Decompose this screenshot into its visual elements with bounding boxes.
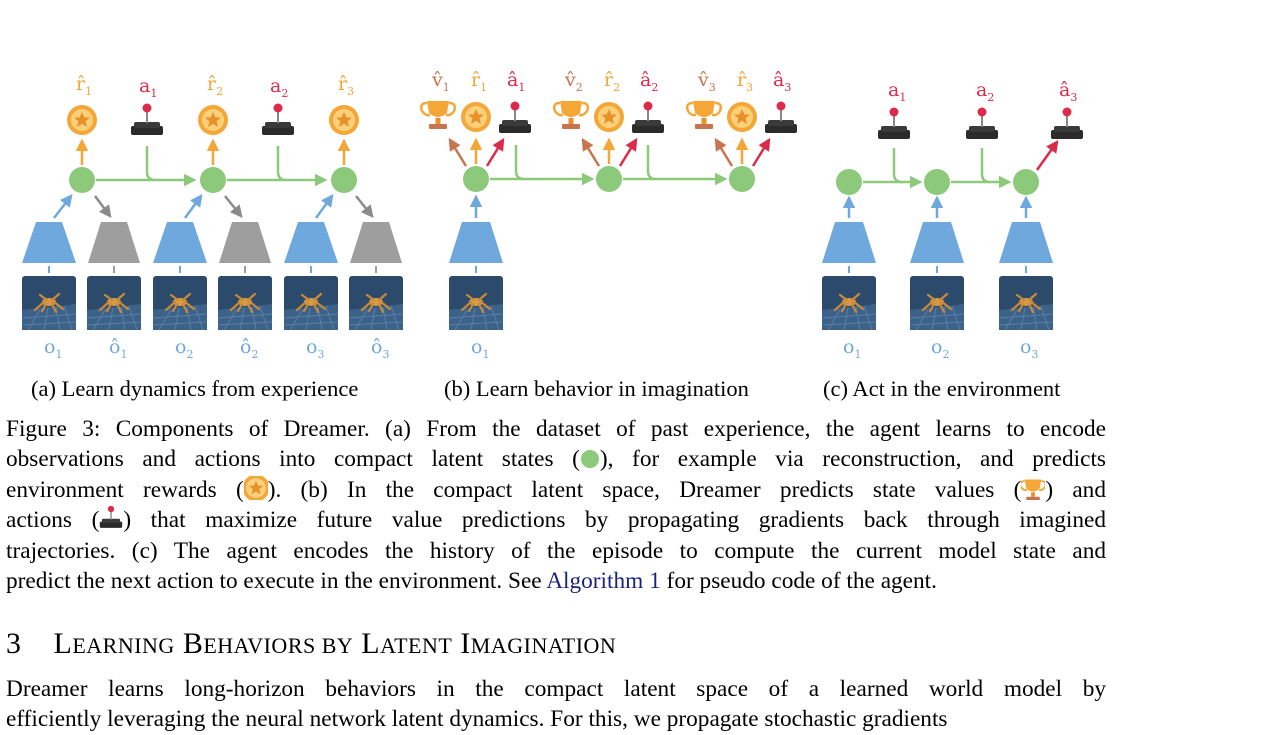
action-joystick-icon	[498, 100, 532, 134]
observation-image	[447, 274, 505, 332]
value-label: v̂2	[564, 69, 583, 94]
latent-state	[1013, 169, 1039, 195]
reward-icon	[727, 102, 757, 132]
caption-line: Figure 3: Components of Dreamer. (a) Fro…	[6, 416, 1106, 442]
latent-state	[729, 166, 755, 192]
reconstruction-label: ô2	[240, 336, 258, 361]
action-label: â3	[773, 69, 791, 94]
action-joystick-icon	[965, 106, 999, 140]
value-trophy-icon	[685, 99, 723, 131]
value-trophy-icon	[552, 99, 590, 131]
action-joystick-icon	[877, 106, 911, 140]
subcaption-c: (c) Act in the environment	[823, 376, 1061, 401]
observation-image	[282, 274, 340, 332]
section-title: LEARNING BEHAVIORS BY LATENT IMAGINATION	[53, 627, 617, 660]
caption-line: environment rewards (). (b) In the compa…	[6, 475, 1106, 505]
value-trophy-icon	[419, 99, 457, 131]
encoder-shape	[153, 222, 207, 263]
caption-line: predict the next action to execute in th…	[6, 568, 937, 595]
action-joystick-icon	[1050, 106, 1084, 140]
reward-icon	[461, 102, 491, 132]
latent-state	[836, 169, 862, 195]
panel-a-learn-dynamics: r̂1 a1 r̂2 a2 r̂3 o1 ô1 o2 ô2 o3 ô3	[20, 73, 405, 361]
observation-image	[908, 274, 966, 332]
dreamer-figure: r̂1 a1 r̂2 a2 r̂3 o1 ô1 o2 ô2 o3 ô3	[20, 69, 1084, 361]
reward-label: r̂1	[471, 69, 487, 94]
reward-icon	[594, 102, 624, 132]
section-number: 3	[6, 627, 22, 660]
body-line: efficiently leveraging the neural networ…	[6, 706, 948, 733]
latent-state	[924, 169, 950, 195]
caption-line: observations and actions into compact la…	[6, 446, 1106, 473]
decoder-shape	[350, 222, 402, 263]
observation-image	[997, 274, 1055, 332]
action-joystick-icon	[764, 100, 798, 134]
encoder-shape	[449, 222, 503, 263]
latent-state	[69, 167, 95, 193]
reward-icon	[67, 105, 97, 135]
observation-image	[820, 274, 878, 332]
action-label: a2	[976, 79, 994, 104]
reconstruction-image	[85, 274, 143, 332]
reward-label: r̂3	[737, 69, 753, 94]
action-joystick-icon	[631, 100, 665, 134]
latent-state	[463, 166, 489, 192]
caption-line: trajectories. (c) The agent encodes the …	[6, 537, 1106, 564]
latent-state	[596, 166, 622, 192]
reconstruction-label: ô3	[371, 336, 389, 361]
encoder-shape	[284, 222, 338, 263]
observation-label: o2	[931, 336, 949, 361]
encoder-shape	[910, 222, 964, 263]
observation-label: o1	[843, 336, 861, 361]
action-label: â1	[507, 69, 525, 94]
subcaption-b: (b) Learn behavior in imagination	[444, 376, 749, 401]
action-label: â3	[1059, 79, 1077, 104]
body-paragraph: Dreamer learns long-horizon behaviors in…	[6, 674, 1106, 735]
reward-icon	[329, 105, 359, 135]
subcaption-a: (a) Learn dynamics from experience	[31, 376, 359, 401]
reward-label: r̂2	[604, 69, 620, 94]
action-joystick-icon	[130, 102, 164, 136]
observation-label: o3	[306, 336, 324, 361]
observation-label: o1	[471, 336, 489, 361]
reward-label: r̂2	[207, 73, 223, 98]
action-label: a1	[139, 75, 157, 100]
caption-line: actions () that maximize future value pr…	[6, 506, 1106, 534]
latent-state	[331, 167, 357, 193]
figure-caption: Figure 3: Components of Dreamer. (a) Fro…	[6, 414, 1106, 596]
value-trophy-icon	[1021, 478, 1046, 500]
encoder-shape	[822, 222, 876, 263]
action-label: a1	[888, 79, 906, 104]
encoder-shape	[999, 222, 1053, 263]
decoder-shape	[88, 222, 140, 263]
body-line: Dreamer learns long-horizon behaviors in…	[6, 676, 1106, 702]
section-heading: 3 LEARNING BEHAVIORS BY LATENT IMAGINATI…	[6, 624, 616, 666]
panel-b-learn-behavior: v̂1 r̂1 â1 v̂2 r̂2 â2 v̂3 r̂3 â3 o1	[419, 69, 798, 361]
latent-state-icon	[580, 450, 599, 469]
reward-label: r̂3	[338, 73, 354, 98]
reward-icon	[198, 105, 228, 135]
algorithm-link[interactable]: Algorithm 1	[546, 568, 661, 595]
action-label: â2	[640, 69, 658, 94]
reward-label: r̂1	[76, 73, 92, 98]
action-label: a2	[270, 75, 288, 100]
observation-label: o2	[175, 336, 193, 361]
reconstruction-image	[347, 274, 405, 332]
observation-label: o3	[1020, 336, 1038, 361]
action-joystick-icon	[99, 506, 124, 529]
observation-image	[20, 274, 78, 332]
reconstruction-label: ô1	[109, 336, 127, 361]
action-joystick-icon	[261, 102, 295, 136]
observation-image	[151, 274, 209, 332]
value-label: v̂1	[431, 69, 450, 94]
value-label: v̂3	[697, 69, 716, 94]
reconstruction-image	[216, 274, 274, 332]
encoder-shape	[22, 222, 76, 263]
decoder-shape	[219, 222, 271, 263]
latent-state	[200, 167, 226, 193]
reward-icon	[243, 475, 268, 500]
panel-c-act-in-environment: a1 a2 â3 o1 o2 o3	[820, 79, 1084, 361]
observation-label: o1	[44, 336, 62, 361]
